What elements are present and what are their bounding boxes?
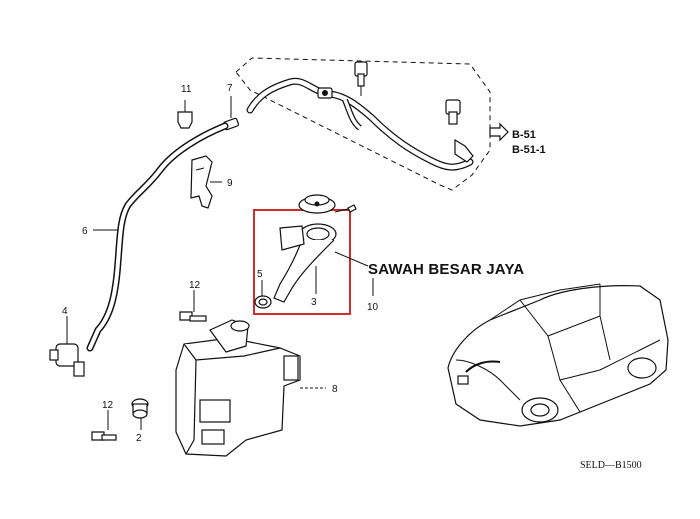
callout-2: 2 [136, 433, 142, 444]
diagram-code: SELD—B1500 [580, 460, 642, 471]
part-2-grommet [131, 398, 149, 430]
part-8-washer-reservoir [175, 319, 326, 457]
washer-nozzle-right [445, 99, 461, 125]
hose-joint [317, 87, 333, 99]
ref-b51: B-51 [512, 129, 536, 141]
callout-5: 5 [257, 269, 263, 280]
callout-6: 6 [82, 226, 88, 237]
leader-watermark [334, 251, 369, 267]
part-12-bolt-lower [91, 410, 117, 441]
washer-nozzle-hose-group [235, 57, 491, 191]
part-11-clip [177, 100, 193, 129]
ref-b51-1: B-51-1 [512, 144, 546, 156]
part-6-washer-tube [86, 122, 229, 352]
callout-7: 7 [227, 83, 233, 94]
part-12-bolt-upper [179, 290, 207, 322]
callout-11: 11 [181, 84, 192, 95]
callout-9: 9 [227, 178, 233, 189]
reference-arrow [489, 122, 509, 142]
callout-8: 8 [332, 384, 338, 395]
part-4-washer-pump [49, 316, 85, 377]
callout-12-lower: 12 [102, 400, 114, 411]
watermark-text: SAWAH BESAR JAYA [368, 261, 524, 278]
part-10-filler-cap [298, 194, 357, 214]
group-boundary-dashed [235, 57, 491, 191]
part-5-o-ring [254, 280, 272, 309]
part-3-filler-neck [273, 223, 337, 303]
check-valve [454, 138, 474, 163]
car-illustration [447, 283, 669, 427]
callout-3: 3 [311, 297, 317, 308]
callout-4: 4 [62, 306, 68, 317]
washer-nozzle-left [354, 61, 368, 96]
callout-10: 10 [367, 302, 379, 313]
callout-12-upper: 12 [189, 280, 201, 291]
part-9-bracket [190, 155, 222, 209]
